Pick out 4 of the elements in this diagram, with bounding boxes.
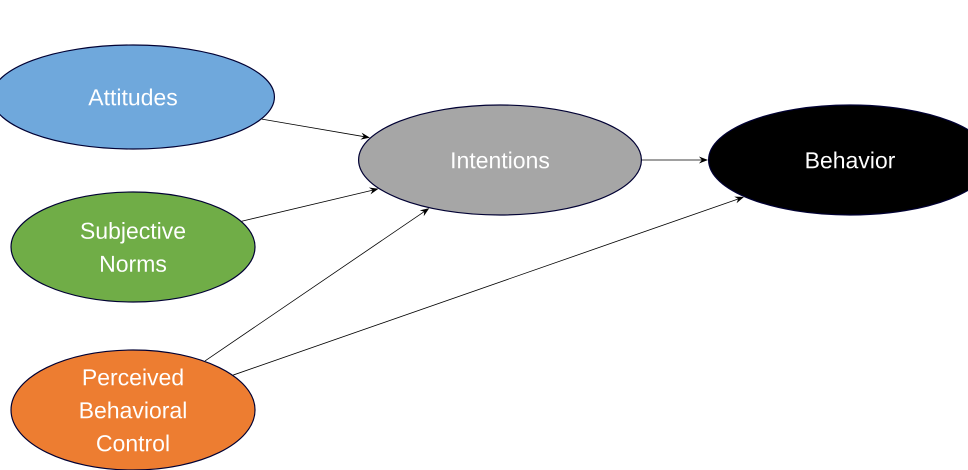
ellipse-node: Subjective Norms [10,191,256,303]
ellipse-node: Intentions [358,104,642,216]
ellipse-node: Behavior [708,104,968,216]
ellipse-node: Perceived Behavioral Control [10,349,256,470]
